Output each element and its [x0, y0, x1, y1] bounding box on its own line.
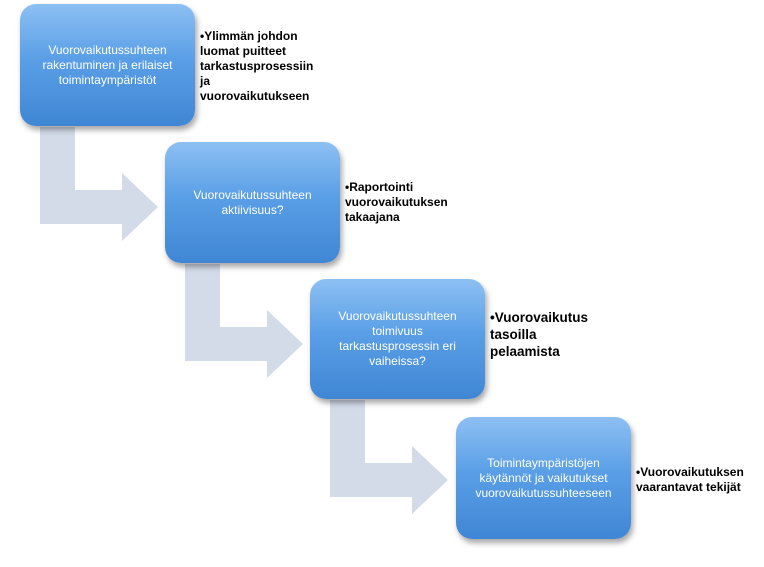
arrow-3-to-4 [330, 400, 448, 514]
step-3-box: Vuorovaikutussuhteen toimivuus tarkastus… [310, 279, 485, 399]
step-4-box: Toimintaympäristöjen käytännöt ja vaikut… [456, 417, 631, 539]
step-3-note: •Vuorovaikutus tasoilla pelaamista [490, 310, 588, 359]
arrow-2-to-3 [185, 264, 303, 378]
step-4-note: •Vuorovaikutuksen vaarantavat tekijät [636, 465, 744, 494]
step-2-title: Vuorovaikutussuhteen aktiivisuus? [193, 187, 312, 217]
step-3-title: Vuorovaikutussuhteen toimivuus tarkastus… [338, 309, 457, 368]
step-2-note: •Raportointi vuorovaikutuksen takaajana [345, 180, 448, 224]
step-4-title: Toimintaympäristöjen käytännöt ja vaikut… [475, 455, 612, 500]
step-1-title: Vuorovaikutussuhteen rakentuminen ja eri… [42, 42, 173, 87]
step-1-note: •Ylimmän johdon luomat puitteet tarkastu… [200, 29, 314, 103]
step-1-box: Vuorovaikutussuhteen rakentuminen ja eri… [20, 4, 195, 126]
step-2-box: Vuorovaikutussuhteen aktiivisuus? [165, 142, 340, 263]
arrow-1-to-2 [40, 127, 158, 241]
